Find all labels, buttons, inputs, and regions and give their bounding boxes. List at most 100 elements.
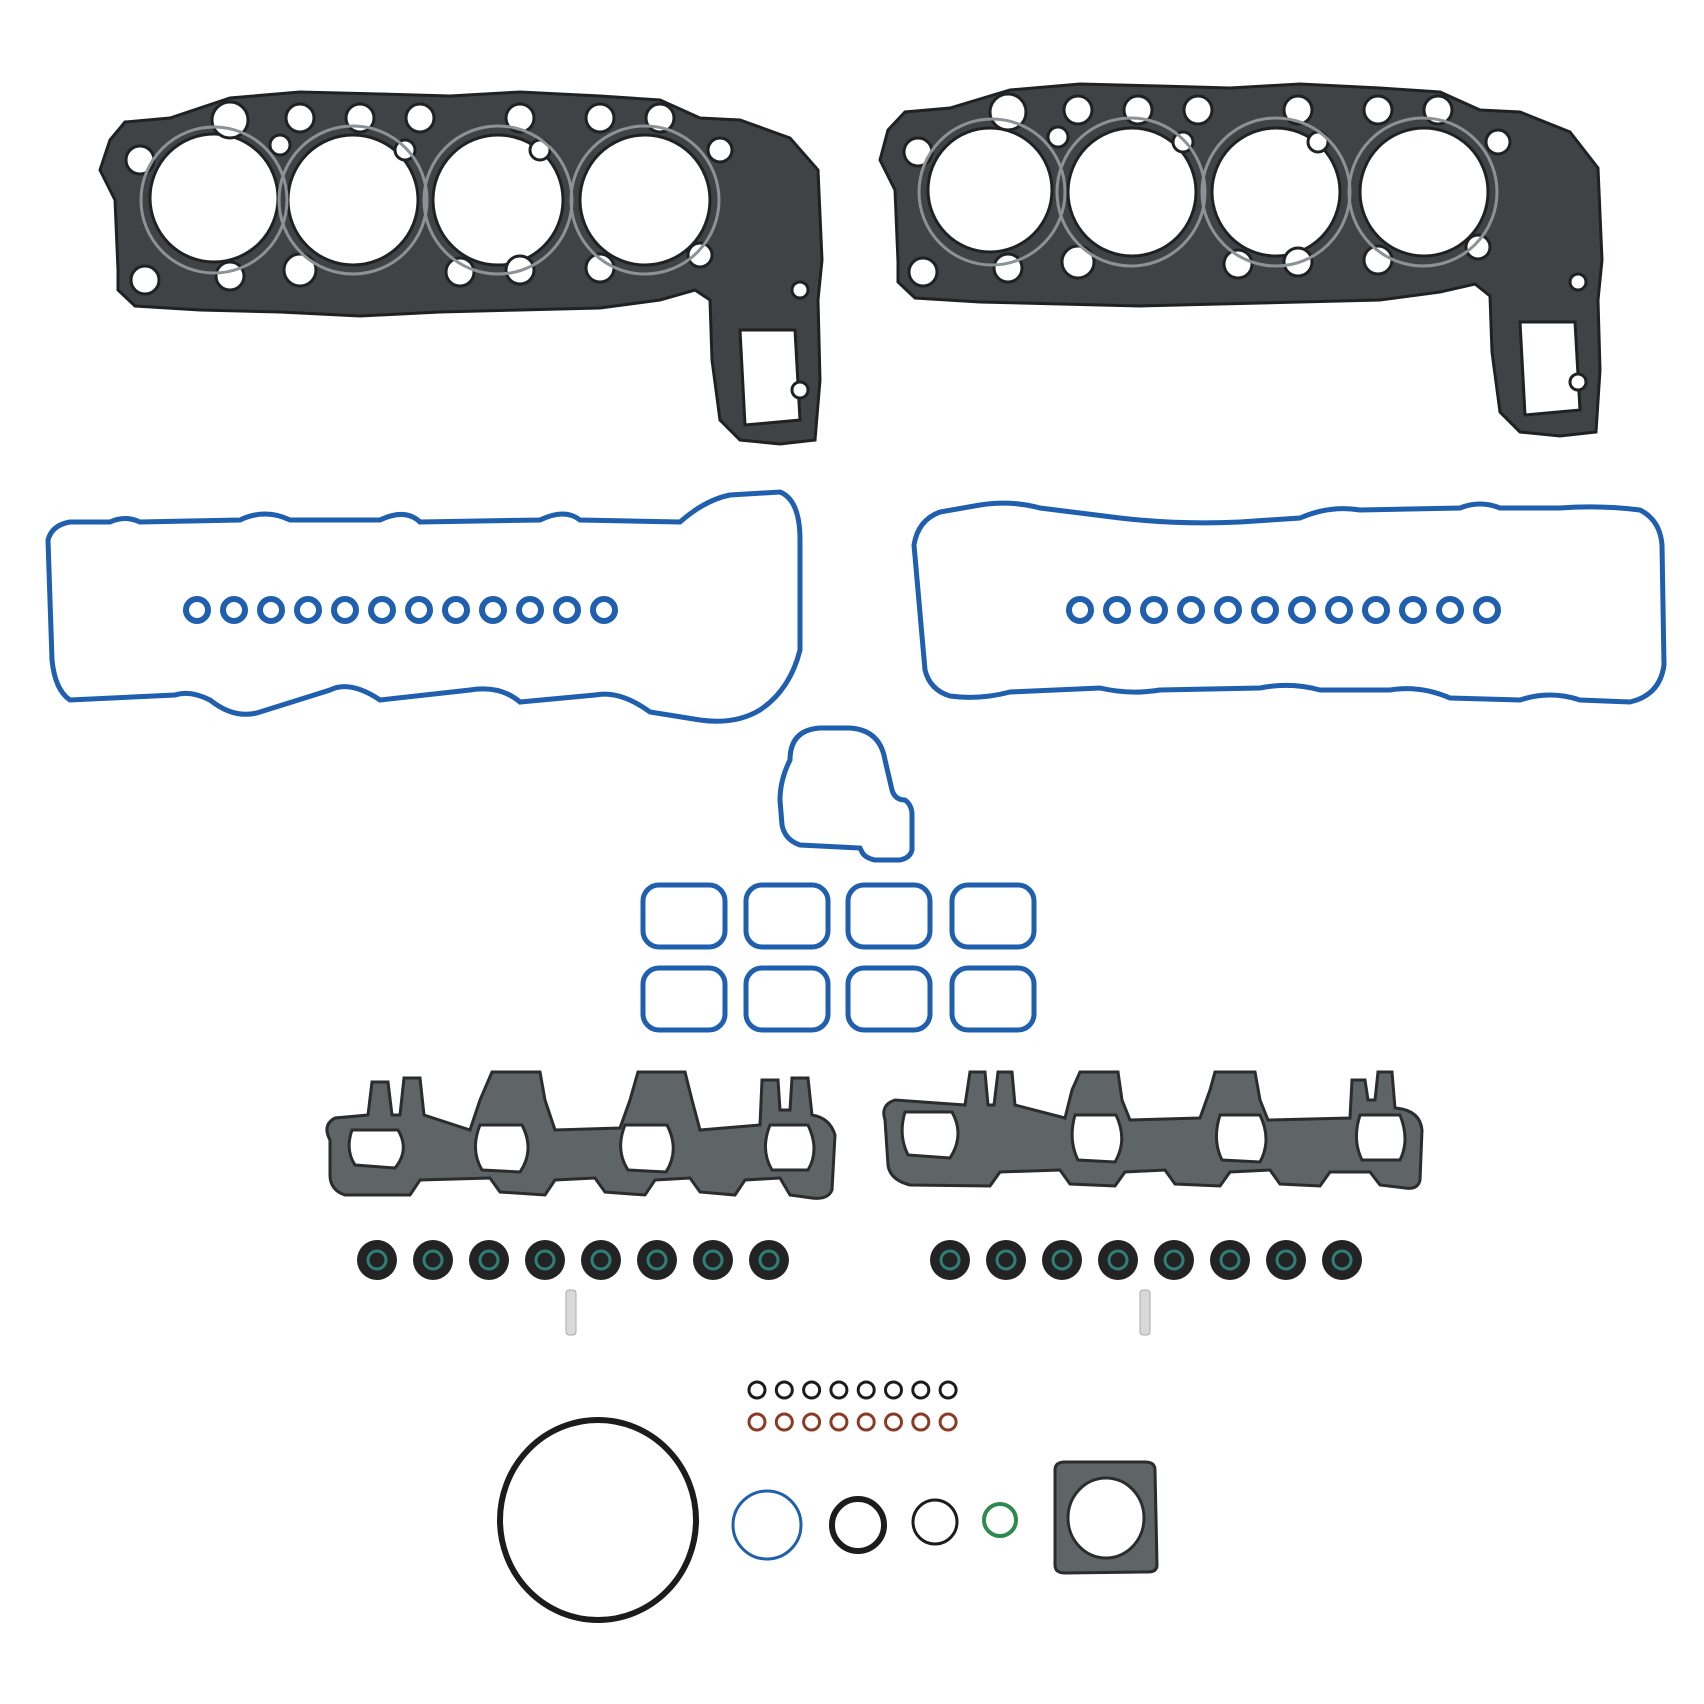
- valve-stem-seal: [1154, 1240, 1194, 1280]
- valve-cover-gasket-right: [911, 500, 1667, 705]
- oring-black-thick: [829, 1496, 887, 1554]
- valve-stem-seal-lip: [1219, 1249, 1241, 1271]
- valve-stem-seal: [693, 1240, 733, 1280]
- intake-port-gasket: [949, 882, 1037, 950]
- head-gasket-hole: [902, 136, 934, 168]
- spark-plug-seals-left: [183, 596, 618, 624]
- head-gasket-hole: [1046, 125, 1070, 149]
- head-gasket-hole: [504, 102, 536, 134]
- spark-plug-tube-seal: [1362, 596, 1390, 624]
- combustion-bead: [139, 125, 289, 275]
- valve-stem-seal: [581, 1240, 621, 1280]
- head-gasket-hole: [686, 241, 714, 269]
- head-gasket-hole: [1464, 233, 1492, 261]
- spark-plug-tube-seal: [368, 596, 396, 624]
- head-gasket-hole: [1060, 244, 1096, 280]
- intake-port-gaskets: [640, 882, 1037, 1033]
- spark-plug-tube-seal: [1399, 596, 1427, 624]
- spark-plug-tube-seal: [442, 596, 470, 624]
- spark-plug-tube-seal: [1288, 596, 1316, 624]
- valve-stem-seal-lip: [422, 1249, 444, 1271]
- head-gasket-hole: [268, 133, 292, 157]
- spark-plug-tube-seal: [1436, 596, 1464, 624]
- spark-plug-tube-seal: [405, 596, 433, 624]
- head-gasket-hole: [706, 136, 734, 164]
- spark-plug-tube-seal: [1140, 596, 1168, 624]
- valve-stem-seal-lip: [590, 1249, 612, 1271]
- head-gasket-hole: [992, 252, 1024, 284]
- cylinder-head-gasket-right: [878, 82, 1604, 438]
- small-oring-brown: [829, 1412, 849, 1432]
- head-gasket-hole: [1484, 128, 1512, 156]
- head-gasket-hole: [988, 92, 1028, 132]
- small-oring-black: [884, 1380, 903, 1400]
- head-gasket-hole: [282, 252, 318, 288]
- combustion-bead: [1055, 116, 1207, 268]
- small-oring-brown: [938, 1412, 958, 1432]
- valve-stem-seal-lip: [646, 1249, 668, 1271]
- spark-plug-tube-seal: [331, 596, 359, 624]
- oring-blue: [731, 1489, 803, 1561]
- head-gasket-hole: [584, 102, 616, 134]
- spark-plug-tube-seal: [1214, 596, 1242, 624]
- exhaust-manifold-gasket-right: [882, 1070, 1424, 1190]
- small-oring-black: [802, 1380, 822, 1400]
- valve-cover-gasket-left: [45, 489, 803, 724]
- spark-plug-tube-seal: [516, 596, 544, 624]
- head-gasket-hole: [1568, 272, 1588, 292]
- head-gasket-hole: [214, 260, 246, 292]
- head-gasket-hole: [1062, 94, 1094, 126]
- combustion-bead: [277, 124, 429, 276]
- small-oring-black: [774, 1380, 794, 1400]
- spark-plug-tube-seal: [1251, 596, 1279, 624]
- valve-stem-seal-lip: [758, 1249, 780, 1271]
- valve-stem-seal: [469, 1240, 509, 1280]
- valve-stem-seal: [1042, 1240, 1082, 1280]
- small-oring-brown: [911, 1412, 931, 1432]
- intake-port-gasket: [845, 882, 933, 950]
- valve-stem-seal: [986, 1240, 1026, 1280]
- small-oring-brown: [856, 1412, 876, 1432]
- intake-port-gasket: [845, 965, 933, 1033]
- spark-plug-seals-right: [1066, 596, 1501, 624]
- head-gasket-hole: [444, 256, 476, 288]
- small-oring-brown: [774, 1412, 794, 1432]
- head-gasket-hole: [790, 380, 810, 400]
- valve-stem-seal: [1098, 1240, 1138, 1280]
- head-gasket-hole: [210, 100, 250, 140]
- valve-stem-seal-lip: [1275, 1249, 1297, 1271]
- valve-stem-seal: [930, 1240, 970, 1280]
- small-oring-black: [829, 1380, 849, 1400]
- head-gasket-hole: [1568, 372, 1588, 392]
- small-oring-black: [911, 1380, 931, 1400]
- small-oring-black: [856, 1380, 876, 1400]
- cylinder-head-gasket-left: [98, 90, 824, 446]
- valve-stem-seal: [1266, 1240, 1306, 1280]
- valve-stem-seal: [413, 1240, 453, 1280]
- valve-stem-seal-lip: [1331, 1249, 1353, 1271]
- spark-plug-tube-seal: [553, 596, 581, 624]
- head-gasket-hole: [129, 264, 161, 296]
- head-gasket-hole: [790, 280, 810, 300]
- spark-plug-tube-seal: [257, 596, 285, 624]
- combustion-bead: [917, 117, 1067, 267]
- spark-plug-tube-seal: [183, 596, 211, 624]
- head-gasket-hole: [404, 102, 436, 134]
- dowel-pin-right: [1139, 1289, 1151, 1336]
- thermostat-gasket: [777, 725, 915, 863]
- valve-stem-seal-lip: [1163, 1249, 1185, 1271]
- valve-stem-seal: [1322, 1240, 1362, 1280]
- head-gasket-hole: [124, 144, 156, 176]
- valve-stem-seal-lip: [995, 1249, 1017, 1271]
- oring-black-thin: [911, 1498, 959, 1546]
- spark-plug-tube-seal: [1103, 596, 1131, 624]
- head-gasket-hole: [907, 256, 939, 288]
- spark-plug-tube-seal: [590, 596, 618, 624]
- intake-port-gasket: [743, 965, 831, 1033]
- large-oring-black: [497, 1417, 699, 1623]
- intake-port-gasket: [743, 882, 831, 950]
- small-oring-black: [747, 1380, 767, 1400]
- throttle-body-gasket: [1053, 1460, 1159, 1575]
